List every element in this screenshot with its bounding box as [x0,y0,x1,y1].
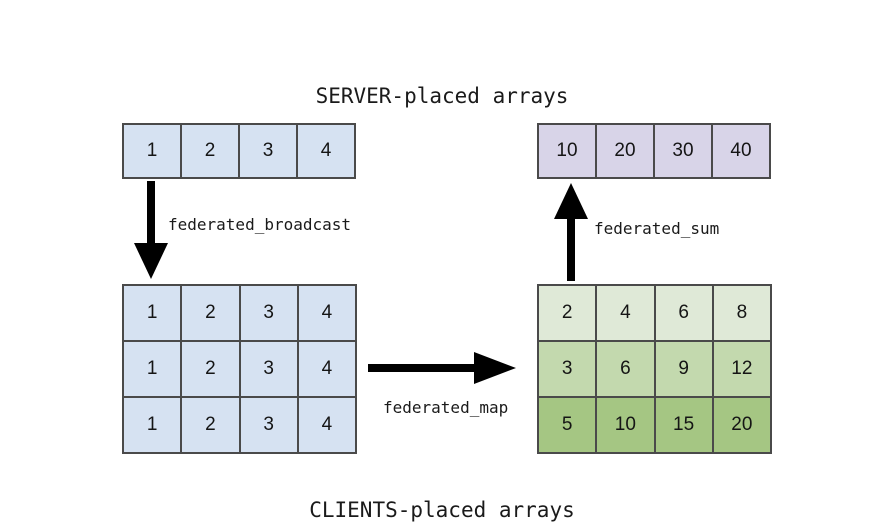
grid-cell: 8 [713,286,770,340]
grid-cell: 4 [597,286,654,340]
grid-cell: 3 [240,398,297,452]
grid-cell: 12 [713,342,770,396]
grid-cell: 40 [713,125,769,177]
grid-cell: 3 [240,125,296,177]
grid-cell: 2 [182,286,239,340]
grid-cell: 2 [182,342,239,396]
grid-cell: 3 [539,342,596,396]
grid-cell: 6 [655,286,712,340]
grid-cell: 2 [182,398,239,452]
clients-section-caption: CLIENTS-placed arrays [309,498,575,522]
grid-cell: 10 [597,398,654,452]
grid-cell: 3 [240,342,297,396]
grid-cell: 2 [182,125,238,177]
grid-cell: 1 [124,125,180,177]
grid-cell: 2 [539,286,596,340]
edge-label-federated-broadcast: federated_broadcast [168,215,352,234]
grid-cell: 20 [713,398,770,452]
federated-broadcast-arrow-icon [134,181,168,279]
grid-cell: 15 [655,398,712,452]
grid-cell: 5 [539,398,596,452]
edge-label-federated-map: federated_map [383,398,509,417]
grid-cell: 30 [655,125,711,177]
grid-cell: 1 [124,342,181,396]
grid-cell: 4 [298,342,355,396]
server-section-caption: SERVER-placed arrays [315,84,569,108]
grid-cell: 20 [597,125,653,177]
grid-cell: 9 [655,342,712,396]
grid-cell: 4 [298,286,355,340]
edge-label-federated-sum: federated_sum [594,219,720,238]
grid-cell: 3 [240,286,297,340]
federated-sum-arrow-icon [554,183,588,281]
federated-map-arrow-icon [368,352,516,384]
grid-cell: 10 [539,125,595,177]
grid-cell: 4 [298,398,355,452]
grid-cell: 4 [298,125,354,177]
grid-cell: 1 [124,398,181,452]
grid-cell: 1 [124,286,181,340]
grid-cell: 6 [597,342,654,396]
